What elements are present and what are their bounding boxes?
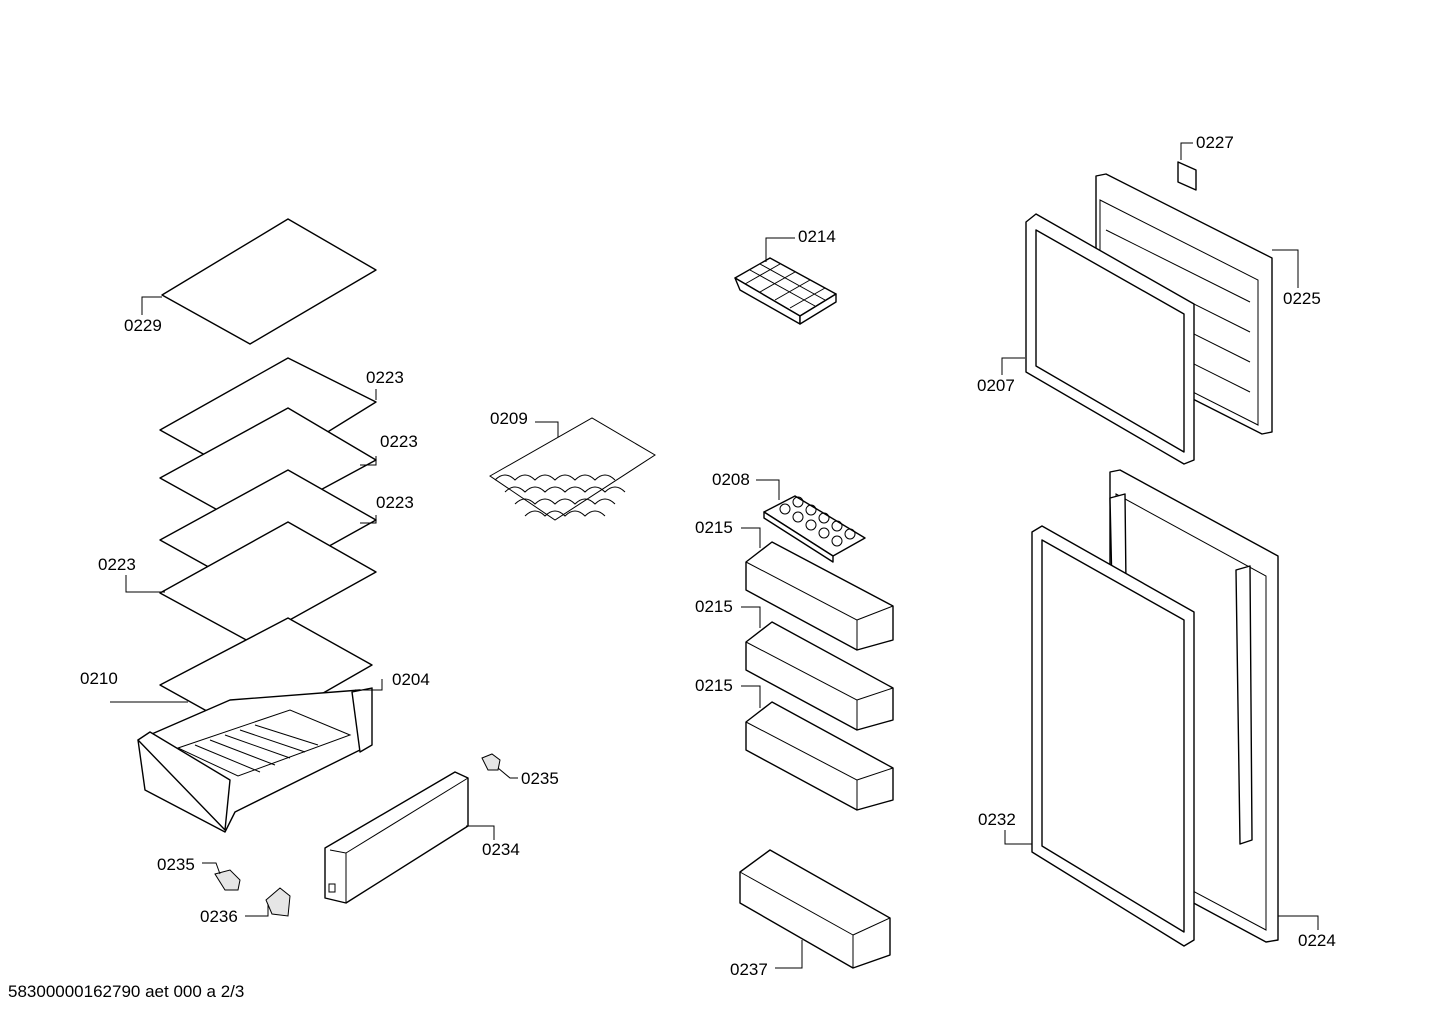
- part-0237-bottle-balcony: [739, 849, 891, 969]
- part-0235-clip-lower: [202, 862, 241, 891]
- part-0207-freezer-door-gasket: [1001, 213, 1195, 465]
- part-0232-fridge-door-gasket: [1004, 525, 1195, 947]
- label-0215-c: 0215: [695, 676, 733, 695]
- part-0227-label: [1177, 142, 1197, 191]
- part-0215-door-balcony-2: [741, 606, 894, 731]
- label-0232: 0232: [978, 810, 1016, 829]
- label-0215-b: 0215: [695, 597, 733, 616]
- part-0204-crisper-drawer: [110, 679, 383, 833]
- label-0210: 0210: [80, 669, 118, 688]
- label-0229: 0229: [124, 316, 162, 335]
- part-0208-egg-tray: [756, 479, 866, 563]
- label-0223-a: 0223: [366, 368, 404, 387]
- part-0235-clip-upper: [481, 753, 518, 779]
- label-0223-c: 0223: [376, 493, 414, 512]
- label-0208: 0208: [712, 470, 750, 489]
- label-0225: 0225: [1283, 289, 1321, 308]
- label-0214: 0214: [798, 227, 836, 246]
- label-0223-b: 0223: [380, 432, 418, 451]
- label-0207: 0207: [977, 376, 1015, 395]
- label-0223-d: 0223: [98, 555, 136, 574]
- part-0215-door-balcony-3: [741, 685, 894, 811]
- label-0235-b: 0235: [157, 855, 195, 874]
- label-0235-a: 0235: [521, 769, 559, 788]
- label-0224: 0224: [1298, 931, 1336, 950]
- document-reference: 58300000162790 aet 000 a 2/3: [8, 982, 245, 1001]
- label-0234: 0234: [482, 840, 520, 859]
- label-0215-a: 0215: [695, 518, 733, 537]
- part-0209-wine-rack: [489, 417, 656, 521]
- part-0229-glass-shelf: [141, 218, 377, 345]
- label-0237: 0237: [730, 960, 768, 979]
- part-0223-glass-shelf-4: [125, 521, 377, 643]
- part-0214-ice-cube-tray: [734, 237, 837, 325]
- label-0236: 0236: [200, 907, 238, 926]
- part-0234-drawer-front: [324, 771, 495, 904]
- label-0227: 0227: [1196, 133, 1234, 152]
- part-0236-clip: [245, 887, 291, 917]
- label-0209: 0209: [490, 409, 528, 428]
- label-0204: 0204: [392, 670, 430, 689]
- part-0215-door-balcony-1: [741, 527, 894, 651]
